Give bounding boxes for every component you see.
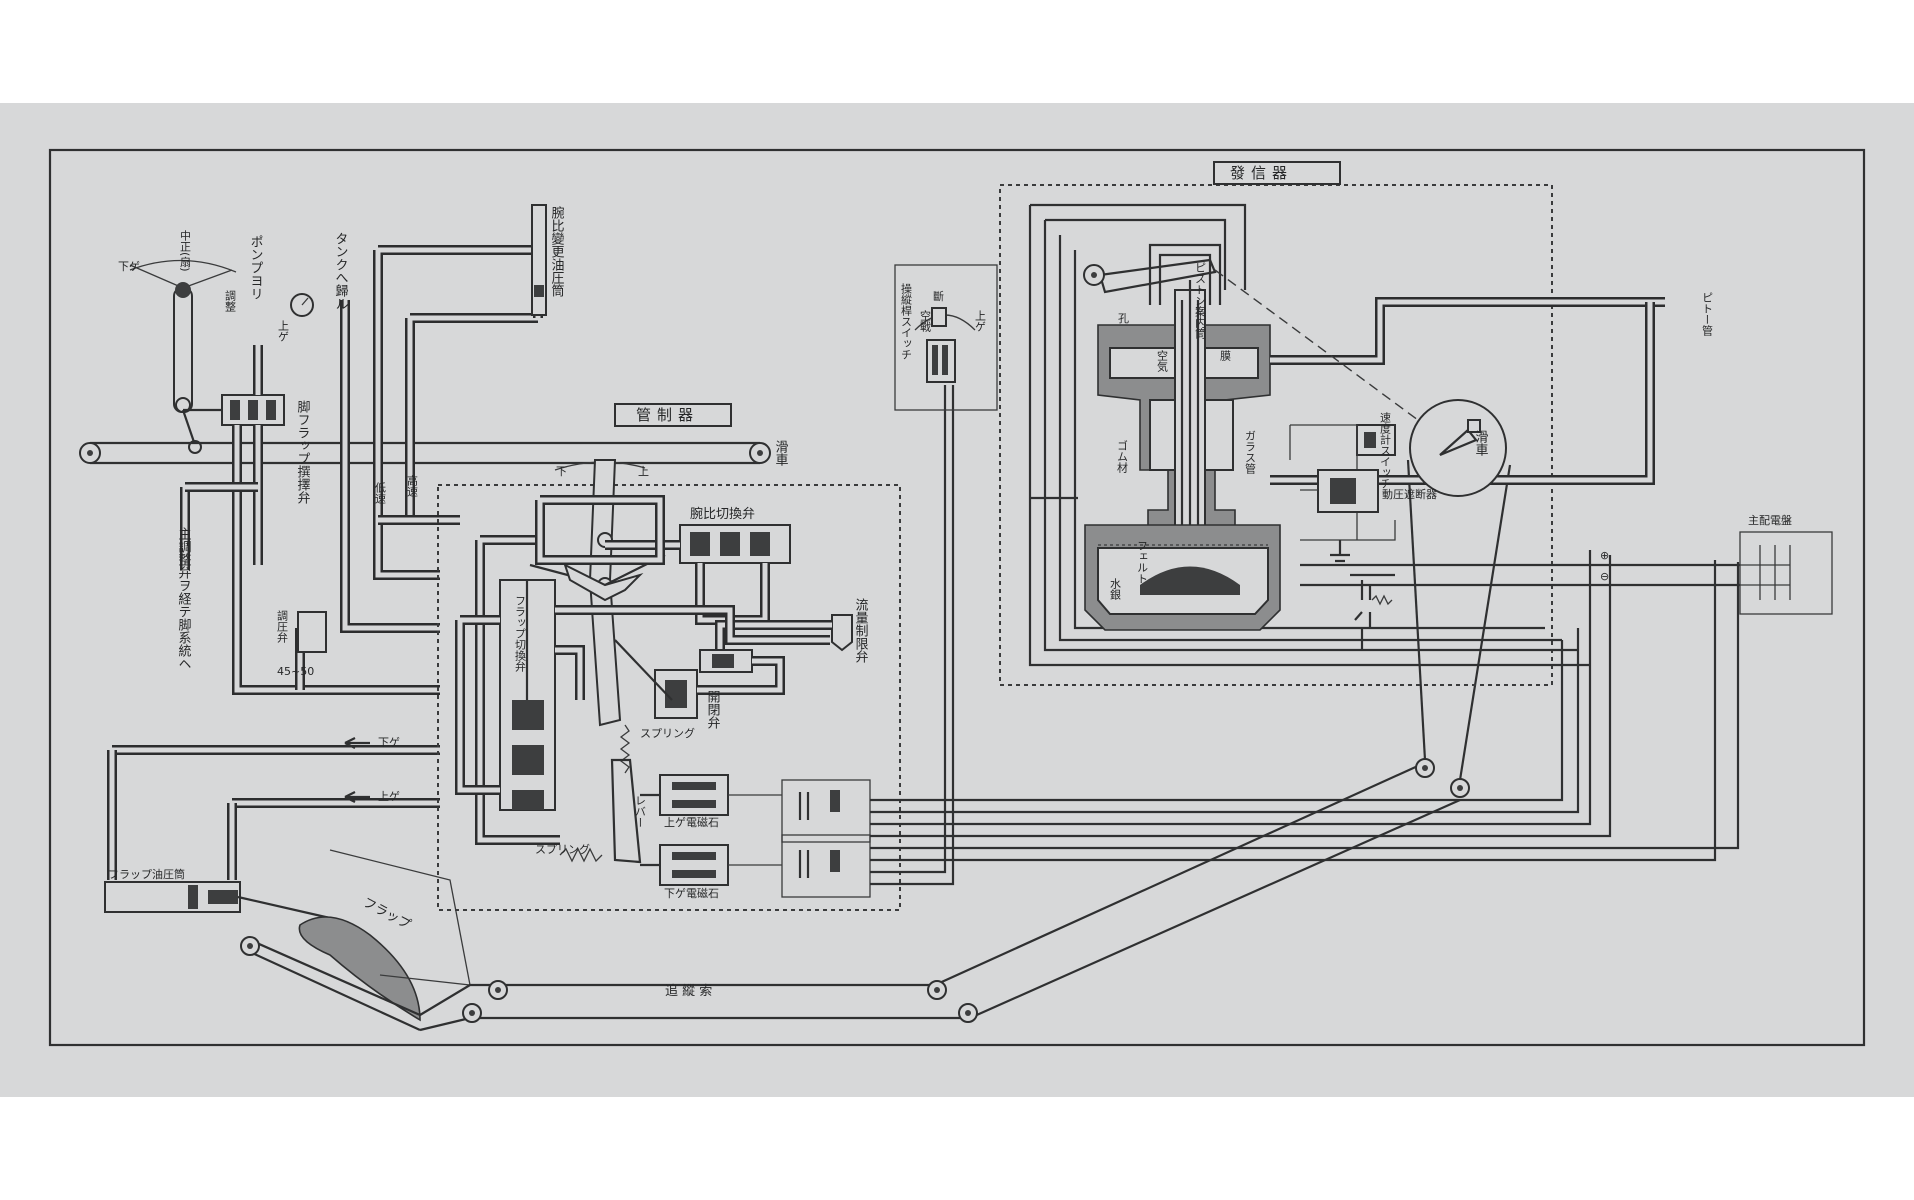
- label-relief-valve: 調圧弁: [276, 609, 289, 643]
- label-sw-air: 空戰: [919, 309, 932, 333]
- label-sw-off: 斷: [933, 290, 944, 303]
- outer-frame: [48, 148, 1866, 1047]
- label-mercury: 水銀: [1109, 578, 1122, 601]
- left-hydraulic-lines: [107, 204, 547, 880]
- label-spring2: スプリング: [535, 842, 590, 856]
- label-piston-guide: ピストン案内筒: [1194, 262, 1207, 340]
- label-stick-switch: 操縱桿スイッチ: [900, 282, 913, 360]
- label-high-speed: 高速: [406, 474, 419, 497]
- label-trim: 調整: [224, 289, 237, 312]
- label-felt: フェルト: [1136, 540, 1149, 584]
- left-pulley-belt: [79, 441, 771, 465]
- label-down-arrow: 下ゲ: [378, 736, 400, 749]
- label-up-arrow: 上ゲ: [378, 790, 400, 803]
- controller-internals: [455, 459, 871, 898]
- label-open-close-valve: 開閉弁: [705, 690, 721, 729]
- label-pulley-right: 滑車: [1473, 430, 1489, 456]
- label-flap-select-valve: 脚フラップ撰擇弁: [295, 399, 311, 504]
- main-switchboard-label: 主配電盤: [1748, 514, 1792, 527]
- transmitter-assembly: [1083, 243, 1740, 650]
- label-flow-limit-valve: 流量制限弁: [853, 598, 869, 663]
- label-to-tank: タンクへ歸ル: [333, 232, 349, 310]
- label-air-chamber: 空気: [1156, 349, 1169, 373]
- label-glass-tube: ガラス管: [1244, 430, 1257, 475]
- transmitter-title-box: [1213, 161, 1341, 185]
- transmitter-title: 發信器: [1230, 164, 1293, 182]
- label-arm-ratio-cylinder: 腕比變更油圧筒: [549, 205, 565, 297]
- label-plus: ⊕: [1600, 549, 1609, 562]
- label-arm-ratio-switch-valve: 腕比切換弁: [690, 506, 755, 522]
- label-down-left: 下ゲ: [118, 260, 140, 273]
- label-dyn-pressure-breaker: 動圧遮断器: [1382, 487, 1437, 501]
- controller-wiring: [870, 385, 1740, 886]
- label-flap: フラップ: [360, 895, 413, 933]
- label-pulley-left: 滑車: [773, 440, 789, 466]
- controller-title-box: [614, 403, 732, 427]
- main-switchboard-box: [1739, 531, 1833, 615]
- label-lever-up: 上: [638, 465, 649, 478]
- label-lever: レバー: [634, 795, 647, 828]
- label-up-solenoid: 上ゲ電磁石: [664, 816, 719, 829]
- controller-title: 管制器: [636, 406, 699, 424]
- label-low-speed: 低速: [374, 482, 387, 504]
- follow-wire: [419, 459, 1512, 1032]
- label-down-solenoid: 下ゲ電磁石: [664, 887, 719, 900]
- controller-box: [437, 484, 901, 911]
- label-main-system: 主調整弁ヲ経テ脚系統ヘ: [176, 527, 192, 670]
- label-speed-meter-switch: 速度計スイッチ: [1379, 412, 1392, 489]
- label-flap-cylinder: フラップ油圧筒: [108, 867, 185, 881]
- transmitter-frame-lines: [1028, 203, 1590, 667]
- label-diaphragm: 膜: [1219, 350, 1232, 362]
- label-lever-down: 下: [556, 465, 567, 478]
- label-from-pump: ポンプヨリ: [248, 235, 263, 300]
- label-follow-wire: 追 縱 索: [665, 983, 712, 999]
- label-spring: スプリング: [640, 726, 695, 740]
- label-relief-setting: 45~50: [277, 665, 314, 678]
- control-stick-assembly: [129, 259, 314, 454]
- stick-switch: [914, 307, 976, 383]
- label-flap-switch-valve: フラップ切換弁: [514, 595, 527, 672]
- stick-switch-box: [894, 264, 998, 411]
- flap-assembly: [104, 849, 471, 1031]
- label-minus: ⊖: [1600, 570, 1609, 583]
- label-sw-up: 上ゲ: [974, 310, 987, 332]
- label-up-small: 上ゲ: [277, 320, 290, 342]
- label-neutral-trim: 中正(扇): [179, 230, 192, 272]
- label-hole: 孔: [1118, 312, 1129, 325]
- label-pitot: ピトー管: [1701, 292, 1714, 337]
- label-rubber: ゴム材: [1116, 439, 1129, 473]
- main-switchboard-internals: [1740, 545, 1791, 600]
